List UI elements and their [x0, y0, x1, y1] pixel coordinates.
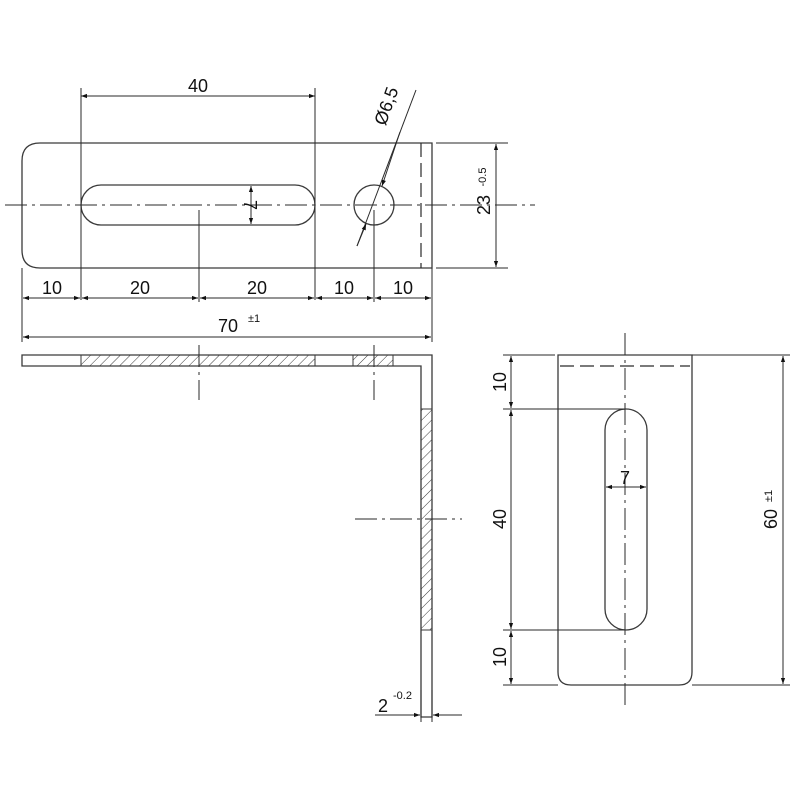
- leg-outline: [557, 354, 693, 686]
- dim-width: 23: [474, 195, 494, 215]
- dim-thickness-tol: -0.2: [393, 690, 412, 702]
- dim-top-margin: 10: [490, 372, 510, 392]
- section-hatch-slot: [80, 354, 316, 367]
- chain-label-2: 20: [130, 278, 150, 298]
- section-hatch-hole: [352, 354, 394, 367]
- dim-height-tol: ±1: [763, 490, 775, 502]
- dim-slot-width: 7: [240, 200, 260, 210]
- dim-slot-length: 40: [188, 76, 208, 96]
- chain-label-1: 10: [42, 278, 62, 298]
- diameter-leader: [356, 89, 417, 247]
- dim-hole-diameter: Ø6,5: [370, 84, 402, 128]
- dim-end-slot-width: 7: [620, 468, 630, 488]
- diameter-arrow-bottom: [356, 223, 367, 247]
- top-view: 40 Ø6,5 7 23 -0.5 10 20 20 10 10 70: [5, 76, 535, 342]
- chain-label-5: 10: [393, 278, 413, 298]
- plate-outline: [21, 142, 433, 269]
- slot-outline: [604, 408, 648, 631]
- chain-label-4: 10: [334, 278, 354, 298]
- side-view: 2 -0.2: [21, 345, 462, 722]
- chain-label-3: 20: [247, 278, 267, 298]
- end-view: 10 40 10 7 60 ±1: [490, 333, 790, 705]
- dim-overall-length-tol: ±1: [248, 313, 260, 325]
- dim-width-tol: -0.5: [477, 168, 489, 187]
- dim-end-slot-length: 40: [490, 509, 510, 529]
- dim-bottom-margin: 10: [490, 647, 510, 667]
- flange-outline: [21, 354, 433, 718]
- dim-overall-length: 70: [218, 316, 238, 336]
- diameter-arrow-top: [381, 131, 401, 187]
- dim-thickness: 2: [378, 696, 388, 716]
- dim-height: 60: [761, 509, 781, 529]
